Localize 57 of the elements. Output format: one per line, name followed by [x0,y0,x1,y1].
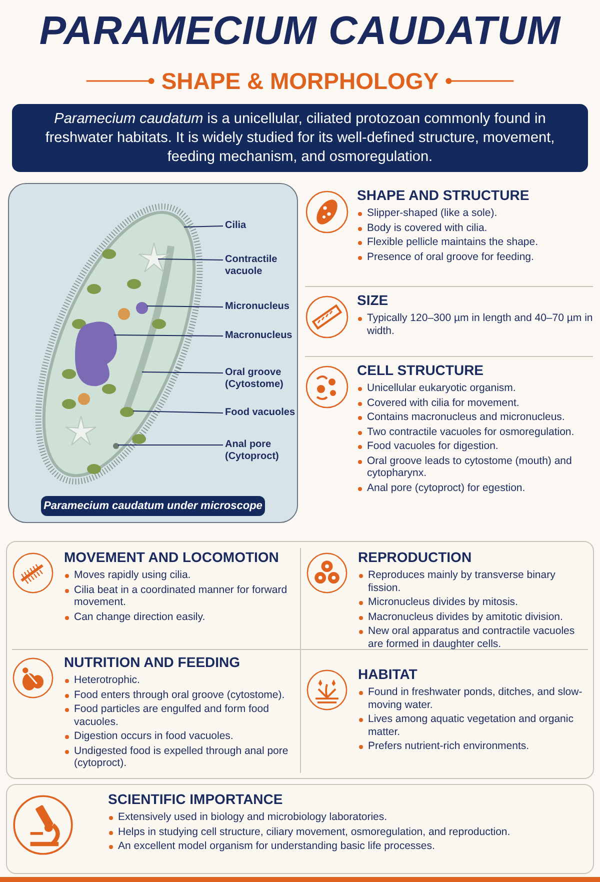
list-item: Food particles are engulfed and form food vacuoles. [64,703,296,728]
list-item: Flexible pellicle maintains the shape. [357,236,595,248]
section-heading: HABITAT [358,665,418,683]
list-item: Heterotrophic. [64,674,296,686]
section-heading: CELL STRUCTURE [357,361,484,379]
leader-line [184,226,224,228]
list-item: Digestion occurs in food vacuoles. [64,730,296,742]
list-item: Food vacuoles for digestion. [357,440,595,452]
leader-line [142,372,224,374]
list-item: Found in freshwater ponds, ditches, and slow-moving water. [358,686,590,711]
part-label: Anal pore (Cytoproct) [225,439,295,463]
section-heading: REPRODUCTION [358,548,472,566]
list-item: Can change direction easily. [64,610,296,623]
list-item: Body is covered with cilia. [357,222,595,234]
leader-line [114,334,224,336]
list-item: Two contractile vacuoles for osmoregulation. [357,426,595,438]
image-caption: Paramecium caudatum under microscope [41,496,265,516]
list-item: Typically 120–300 µm in length and 40–70 µm in width. [357,312,595,337]
list-item: Extensively used in biology and microbiology laboratories. [108,811,588,824]
image-panel [8,183,298,523]
list-item: Lives among aquatic vegetation and organic matter. [358,713,590,738]
list-item: Covered with cilia for movement. [357,396,595,409]
list-item: Prefers nutrient-rich environments. [358,740,590,752]
section-heading: SCIENTIFIC IMPORTANCE [108,790,283,808]
list-item: Undigested food is expelled through anal pore (cytoproct). [64,744,296,770]
list-item: Moves rapidly using cilia. [64,569,296,582]
part-label: Oral groove (Cytostome) [225,367,295,391]
list-item: New oral apparatus and contractile vacuoles are formed in daughter cells. [358,625,590,650]
section-heading: SHAPE AND STRUCTURE [357,186,530,204]
list-item: Reproduces mainly by transverse binary fission. [358,569,590,594]
leader-line [146,306,224,308]
list-item: Cilia beat in a coordinated manner for forward movement. [64,584,296,608]
list-item: Unicellular eukaryotic organism. [357,382,595,394]
leader-line [158,258,224,260]
part-label: Cilia [225,220,295,232]
part-label: Macronucleus [225,330,295,342]
list-item: Macronucleus divides by amitotic division. [358,610,590,623]
section-heading: MOVEMENT AND LOCOMOTION [64,548,279,566]
list-item: Food enters through oral groove (cytostome). [64,688,296,701]
leader-line [118,444,224,446]
subtitle: SHAPE & MORPHOLOGY [161,67,439,96]
list-item: Oral groove leads to cytostome (mouth) and cytopharynx. [357,454,595,480]
leader-line [132,410,224,414]
list-item: Presence of oral groove for feeding. [357,250,595,263]
list-item: Micronucleus divides by mitosis. [358,596,590,608]
part-label: Contractile vacuole [225,254,295,278]
list-item: Helps in studying cell structure, ciliary movement, osmoregulation, and reproduction. [108,826,588,838]
list-item: Anal pore (cytoproct) for egestion. [357,482,595,494]
section-heading: SIZE [357,291,388,309]
list-item: An excellent model organism for understanding basic life processes. [108,840,588,852]
list-item: Slipper-shaped (like a sole). [357,207,595,220]
title: PARAMECIUM CAUDATUM [39,8,561,55]
intro-banner: Paramecium caudatum is a unicellular, ciliated protozoan commonly found in freshwater habitats. It is widely studied for its well-defined structure, movement, feeding mechanism, and osmoregulation. [12,104,588,172]
part-label: Micronucleus [225,301,295,313]
section-heading: NUTRITION AND FEEDING [64,653,240,671]
part-label: Food vacuoles [225,407,295,419]
list-item: Contains macronucleus and micronucleus. [357,411,595,424]
